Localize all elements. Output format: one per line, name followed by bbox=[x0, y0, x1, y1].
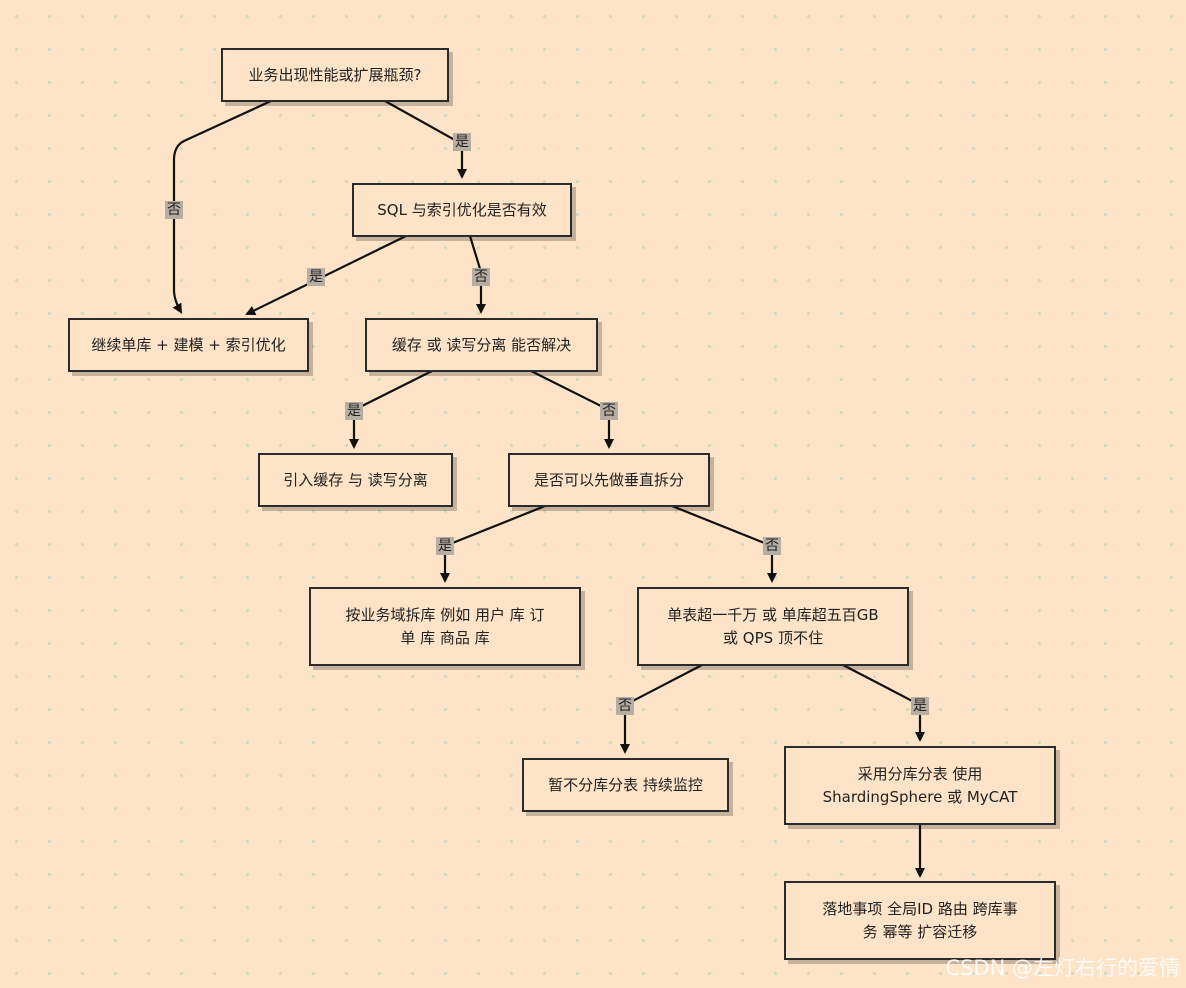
node-sharding: 采用分库分表 使用 ShardingSphere 或 MyCAT bbox=[784, 746, 1056, 825]
node-sql-check: SQL 与索引优化是否有效 bbox=[352, 183, 572, 237]
edge-label-no: 否 bbox=[472, 268, 490, 286]
edge-verticalq-to-vertical bbox=[440, 504, 546, 583]
edge-label-yes: 是 bbox=[453, 133, 471, 151]
watermark: CSDN @左灯右行的爱情 bbox=[945, 956, 1180, 980]
node-start-text: 业务出现性能或扩展瓶颈? bbox=[248, 65, 422, 84]
node-single-db: 继续单库 + 建模 + 索引优化 bbox=[68, 318, 309, 372]
node-cache-check: 缓存 或 读写分离 能否解决 bbox=[365, 318, 598, 372]
node-cache-check-text: 缓存 或 读写分离 能否解决 bbox=[391, 335, 572, 354]
edge-verticalq-to-threshold bbox=[671, 504, 777, 583]
node-cache: 引入缓存 与 读写分离 bbox=[258, 453, 453, 507]
edge-cacheq-to-verticalq bbox=[530, 370, 614, 449]
node-sharding-line2: ShardingSphere 或 MyCAT bbox=[822, 787, 1018, 806]
edge-sql-to-single bbox=[245, 235, 407, 315]
node-single-db-text: 继续单库 + 建模 + 索引优化 bbox=[91, 335, 286, 354]
node-vertical-split-line2: 单 库 商品 库 bbox=[400, 628, 490, 647]
node-vertical-check: 是否可以先做垂直拆分 bbox=[508, 453, 710, 507]
node-monitor: 暂不分库分表 持续监控 bbox=[522, 758, 729, 812]
edge-label-yes: 是 bbox=[436, 537, 454, 555]
edge-label-yes: 是 bbox=[345, 402, 363, 420]
edge-label-no: 否 bbox=[763, 537, 781, 555]
node-vertical-split-line1: 按业务域拆库 例如 用户 库 订 bbox=[345, 605, 545, 624]
node-sql-check-text: SQL 与索引优化是否有效 bbox=[377, 200, 547, 219]
node-cache-text: 引入缓存 与 读写分离 bbox=[283, 470, 428, 489]
edge-label-no: 否 bbox=[165, 201, 183, 219]
node-vertical-check-text: 是否可以先做垂直拆分 bbox=[533, 470, 684, 489]
node-sharding-line1: 采用分库分表 使用 bbox=[857, 764, 983, 783]
node-vertical-split: 按业务域拆库 例如 用户 库 订 单 库 商品 库 bbox=[309, 587, 581, 666]
edge-label-yes: 是 bbox=[911, 697, 929, 715]
edge-label-yes: 是 bbox=[307, 268, 325, 286]
edge-threshold-to-monitor bbox=[620, 664, 703, 754]
edge-cacheq-to-cache bbox=[349, 370, 433, 449]
node-landing: 落地事项 全局ID 路由 跨库事 务 幂等 扩容迁移 bbox=[784, 881, 1056, 960]
node-landing-line1: 落地事项 全局ID 路由 跨库事 bbox=[822, 899, 1018, 918]
node-threshold-check: 单表超一千万 或 单库超五百GB 或 QPS 顶不住 bbox=[637, 587, 909, 666]
node-landing-line2: 务 幂等 扩容迁移 bbox=[862, 922, 978, 941]
node-monitor-text: 暂不分库分表 持续监控 bbox=[548, 775, 703, 794]
edge-start-to-sql bbox=[384, 100, 467, 179]
node-threshold-check-line1: 单表超一千万 或 单库超五百GB bbox=[667, 605, 879, 624]
node-threshold-check-line2: 或 QPS 顶不住 bbox=[723, 628, 823, 647]
node-start: 业务出现性能或扩展瓶颈? bbox=[221, 48, 449, 102]
edge-start-to-single bbox=[172, 100, 272, 314]
edge-label-no: 否 bbox=[600, 402, 618, 420]
edge-threshold-to-shard bbox=[842, 664, 925, 742]
edge-label-no: 否 bbox=[616, 697, 634, 715]
